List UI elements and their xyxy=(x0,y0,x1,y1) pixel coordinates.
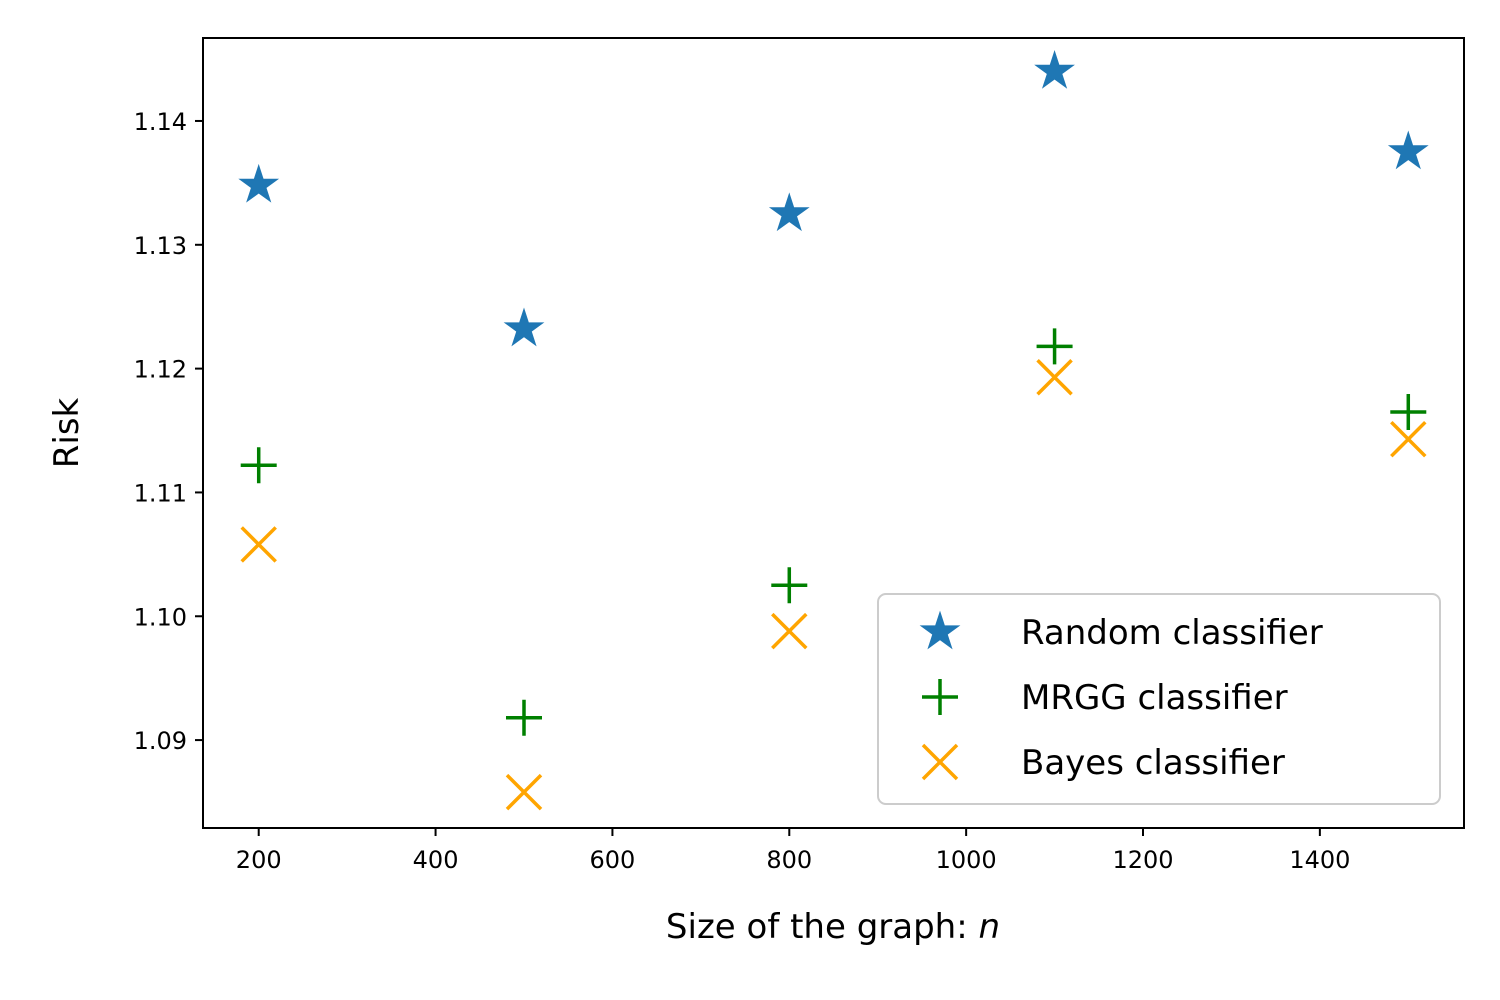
point-x-0 xyxy=(240,526,277,563)
point-x-4 xyxy=(1390,420,1427,458)
point-star-2 xyxy=(768,192,810,232)
y-tick-label: 1.14 xyxy=(134,108,187,136)
legend-marker-x xyxy=(921,743,959,781)
point-plus-0 xyxy=(240,447,277,484)
point-star-0 xyxy=(238,163,280,203)
legend-box xyxy=(877,593,1441,805)
legend-label: MRGG classifier xyxy=(1021,678,1288,718)
point-star-1 xyxy=(503,307,545,347)
x-tick-label: 1000 xyxy=(936,846,997,874)
point-star-3 xyxy=(1034,50,1075,89)
y-axis-label: Risk xyxy=(47,397,87,468)
point-x-2 xyxy=(771,612,808,650)
point-plus-2 xyxy=(771,567,808,604)
point-x-1 xyxy=(505,773,543,811)
legend-label: Bayes classifier xyxy=(1021,743,1285,783)
axes: 200 400 600 800 1000 1200 1400 1.09 1.10 1.11 1.12… xyxy=(134,37,1465,874)
x-tick-label: 200 xyxy=(236,846,282,874)
point-plus-1 xyxy=(505,699,542,736)
x-tick-label: 800 xyxy=(766,846,812,874)
y-tick-label: 1.12 xyxy=(134,356,187,384)
point-plus-4 xyxy=(1390,393,1427,430)
y-tick-label: 1.10 xyxy=(134,603,187,631)
x-tick-label: 1400 xyxy=(1289,846,1350,874)
point-plus-3 xyxy=(1036,328,1073,365)
data-marks xyxy=(238,50,1429,811)
point-star-4 xyxy=(1387,130,1429,170)
x-tick-label: 400 xyxy=(413,846,459,874)
x-tick-label: 1200 xyxy=(1112,846,1173,874)
x-axis-label-variable: n xyxy=(979,907,1001,947)
x-tick-label: 600 xyxy=(590,846,636,874)
legend-marker-star xyxy=(919,610,961,650)
legend-label: Random classifier xyxy=(1021,613,1323,653)
point-x-3 xyxy=(1036,359,1073,396)
y-tick-label: 1.09 xyxy=(134,727,187,755)
plot-frame xyxy=(202,37,1465,829)
y-tick-label: 1.11 xyxy=(134,479,187,507)
y-tick-label: 1.13 xyxy=(134,232,187,260)
legend-marker-plus xyxy=(922,679,958,715)
x-axis-label: Size of the graph: n xyxy=(666,907,1000,947)
